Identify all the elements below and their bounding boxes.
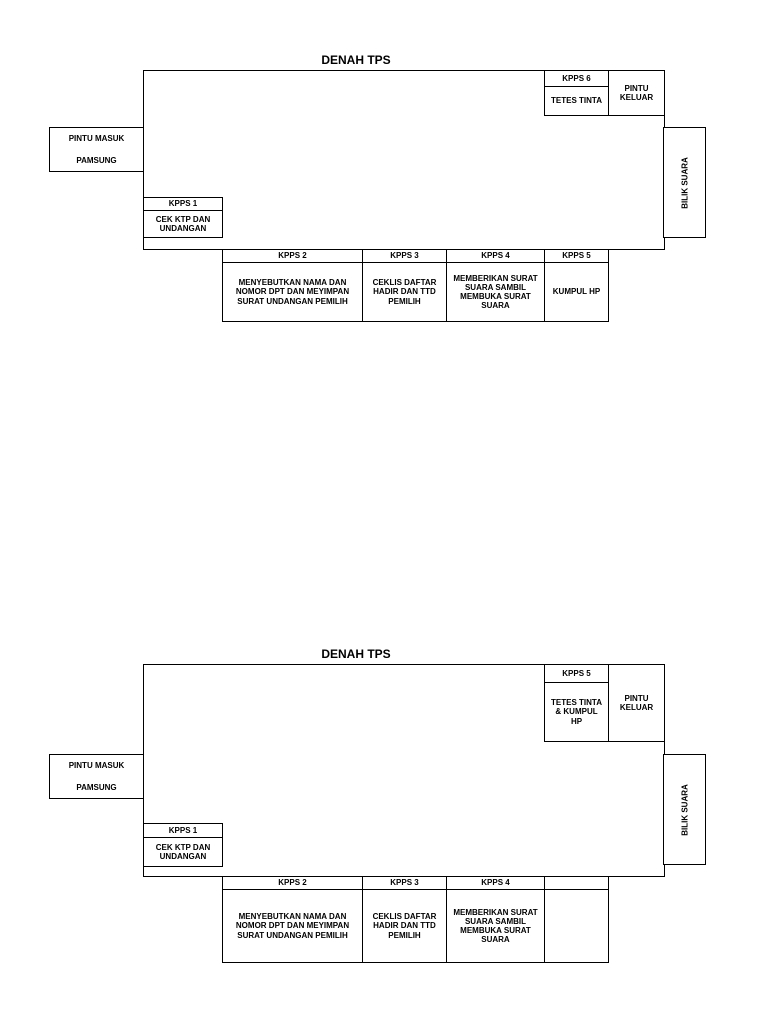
empty-label-cell — [544, 876, 609, 890]
diagram-title: DENAH TPS — [321, 647, 391, 661]
kpps1-label: KPPS 1 — [143, 197, 223, 211]
kpps5-label: KPPS 5 — [544, 249, 609, 263]
exit-door: PINTU KELUAR — [608, 70, 665, 116]
empty-task-cell — [544, 889, 609, 963]
kpps3-task: CEKLIS DAFTAR HADIR DAN TTD PEMILIH — [362, 262, 447, 322]
kpps5-label: KPPS 5 — [544, 664, 609, 683]
kpps1-task: CEK KTP DAN UNDANGAN — [143, 837, 223, 867]
entrance-brand: PAMSUNG — [76, 156, 117, 165]
kpps2-task: MENYEBUTKAN NAMA DAN NOMOR DPT DAN MEYIM… — [222, 262, 363, 322]
kpps6-task: TETES TINTA — [544, 86, 609, 116]
tps-floor-plan-2: DENAH TPS PINTU MASUK PAMSUNG KPPS 5 TET… — [0, 644, 768, 974]
kpps4-task: MEMBERIKAN SURAT SUARA SAMBIL MEMBUKA SU… — [446, 262, 545, 322]
kpps4-label: KPPS 4 — [446, 249, 545, 263]
kpps3-task: CEKLIS DAFTAR HADIR DAN TTD PEMILIH — [362, 889, 447, 963]
entrance-brand: PAMSUNG — [76, 783, 117, 792]
kpps2-label: KPPS 2 — [222, 876, 363, 890]
kpps5-task: KUMPUL HP — [544, 262, 609, 322]
kpps3-label: KPPS 3 — [362, 876, 447, 890]
entrance-door: PINTU MASUK PAMSUNG — [49, 754, 144, 799]
voting-booth-label: BILIK SUARA — [680, 156, 689, 209]
entrance-door: PINTU MASUK PAMSUNG — [49, 127, 144, 172]
entrance-label: PINTU MASUK — [68, 134, 125, 143]
kpps6-label: KPPS 6 — [544, 70, 609, 87]
entrance-label: PINTU MASUK — [68, 761, 125, 770]
kpps1-label: KPPS 1 — [143, 823, 223, 838]
voting-booth: BILIK SUARA — [663, 754, 706, 865]
kpps1-task: CEK KTP DAN UNDANGAN — [143, 210, 223, 238]
kpps4-task: MEMBERIKAN SURAT SUARA SAMBIL MEMBUKA SU… — [446, 889, 545, 963]
diagram-title: DENAH TPS — [321, 53, 391, 67]
voting-booth-label: BILIK SUARA — [680, 783, 689, 836]
kpps5-task: TETES TINTA & KUMPUL HP — [544, 682, 609, 742]
kpps2-label: KPPS 2 — [222, 249, 363, 263]
voting-booth: BILIK SUARA — [663, 127, 706, 238]
kpps2-task: MENYEBUTKAN NAMA DAN NOMOR DPT DAN MEYIM… — [222, 889, 363, 963]
kpps4-label: KPPS 4 — [446, 876, 545, 890]
tps-floor-plan-1: DENAH TPS PINTU MASUK PAMSUNG KPPS 6 TET… — [0, 50, 768, 380]
exit-door: PINTU KELUAR — [608, 664, 665, 742]
kpps3-label: KPPS 3 — [362, 249, 447, 263]
